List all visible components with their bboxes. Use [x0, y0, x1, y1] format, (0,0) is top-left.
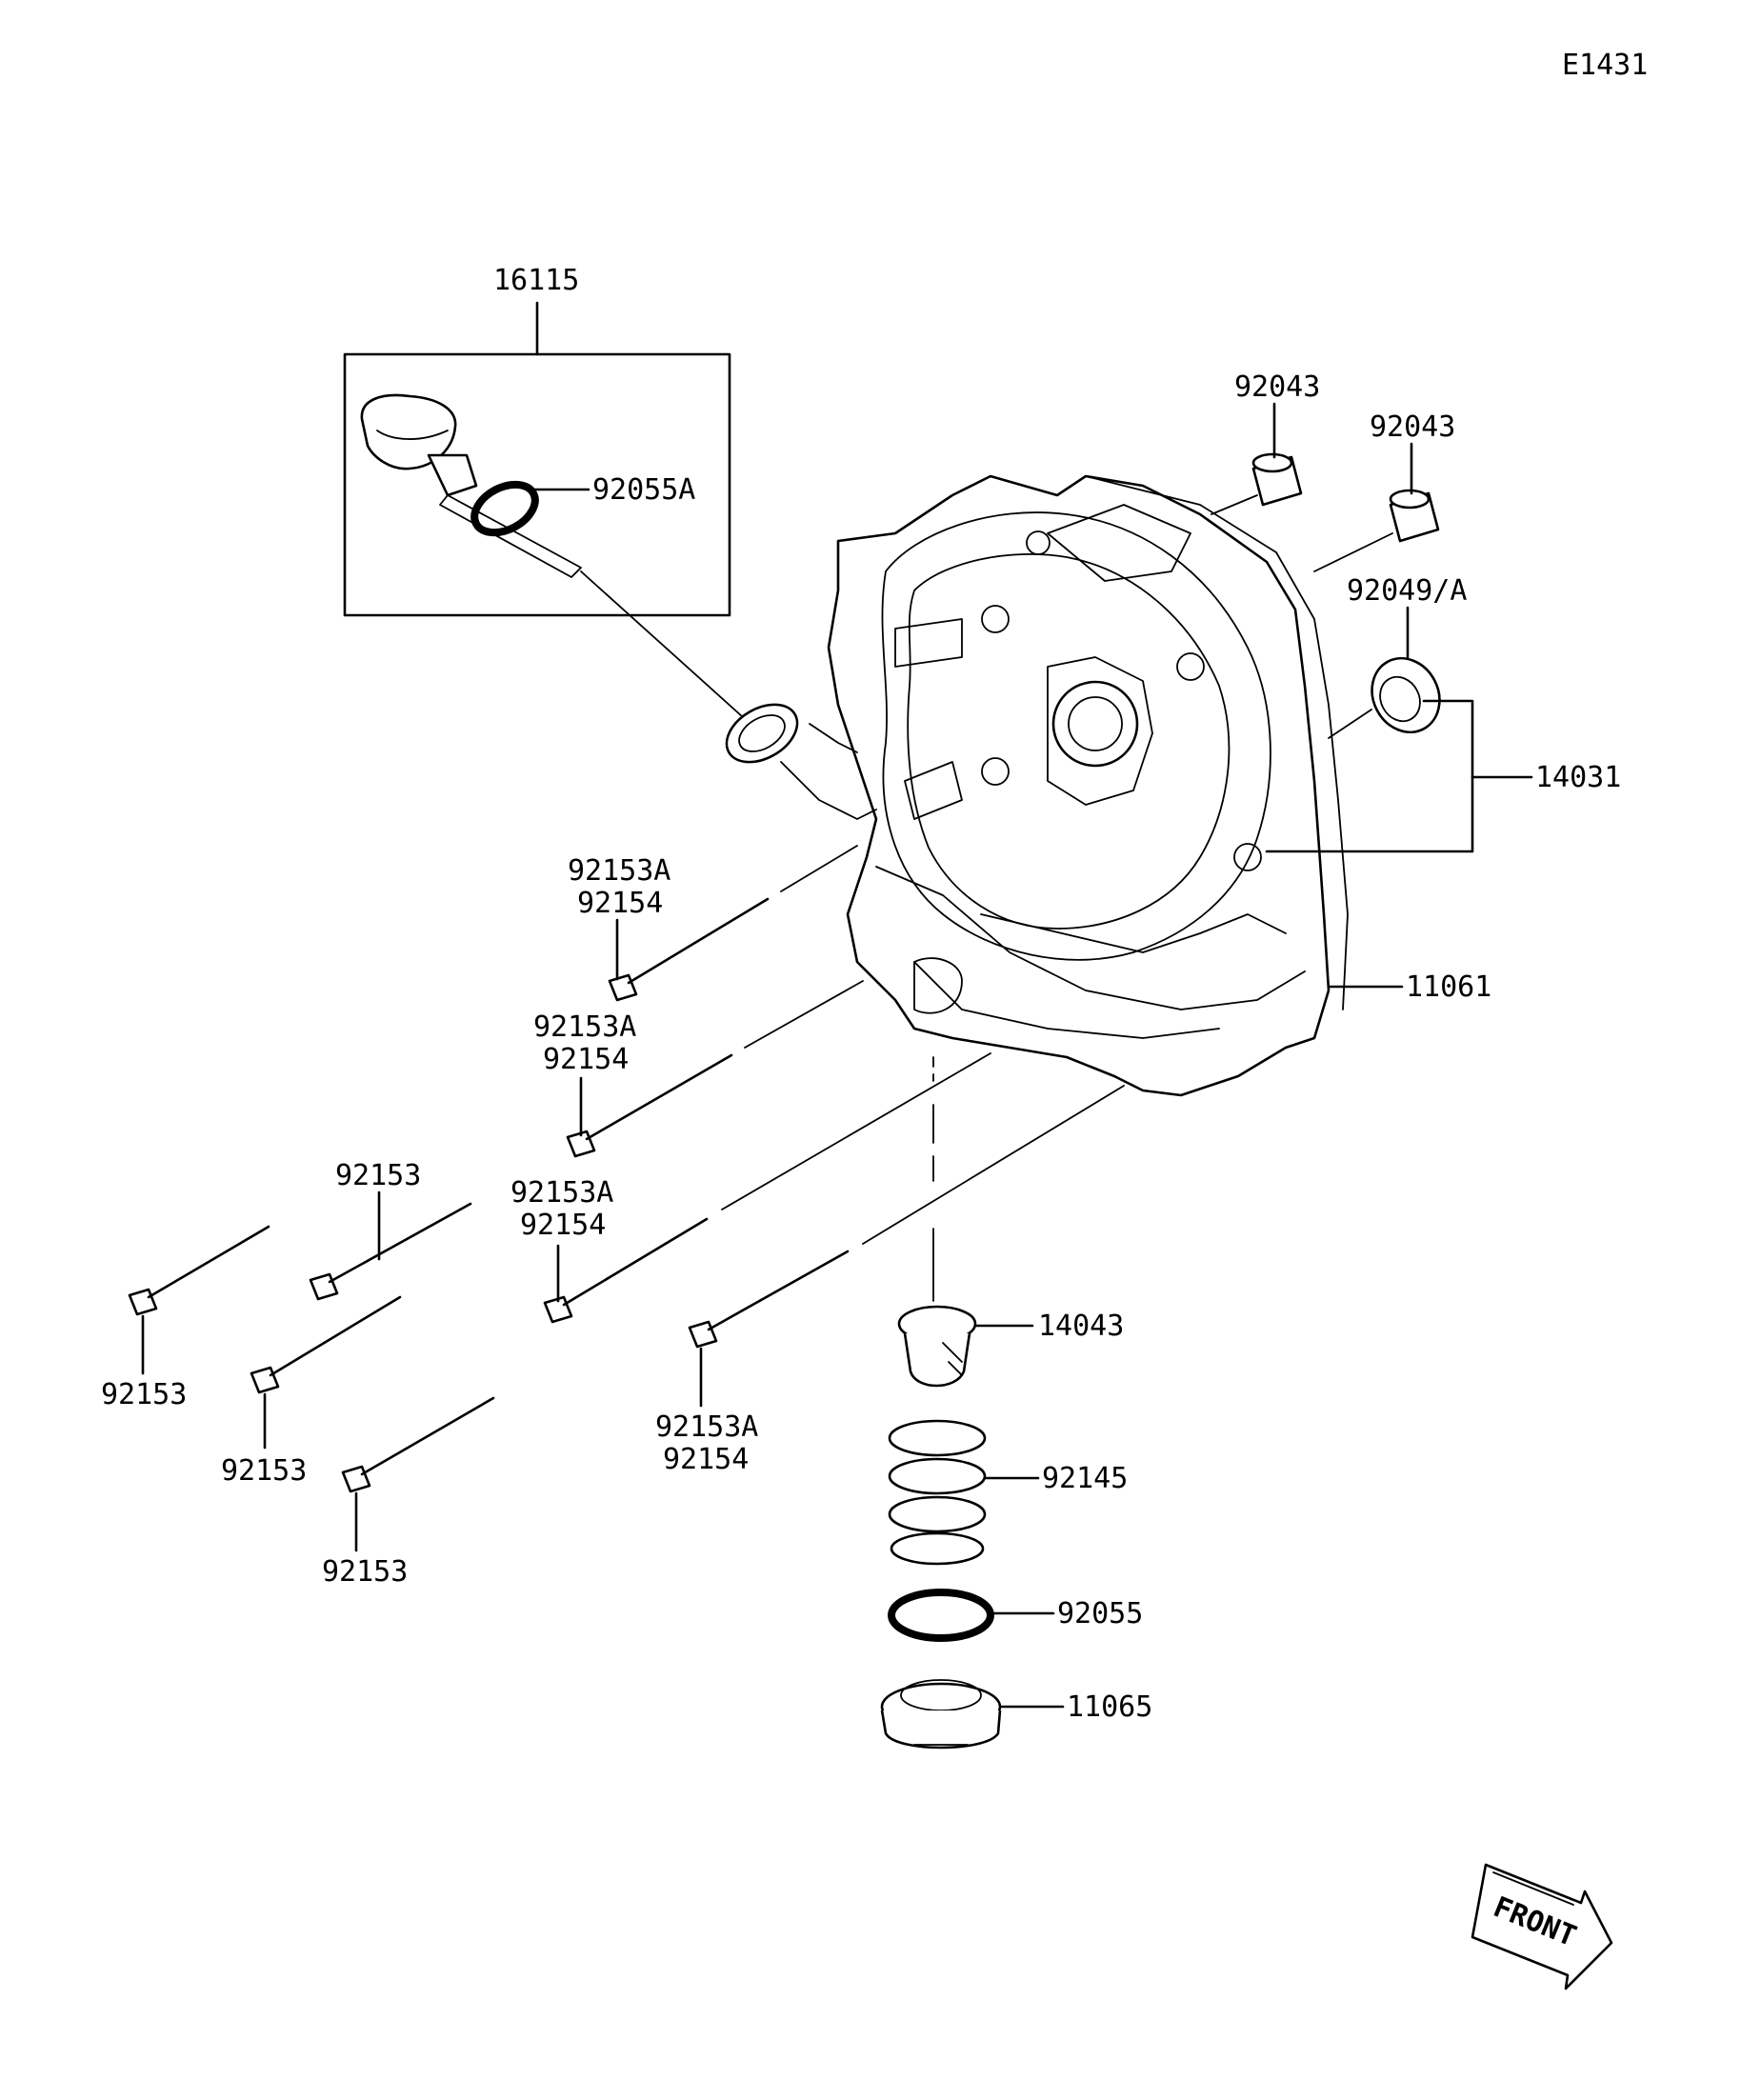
callout-92153: 92153: [335, 1159, 421, 1192]
callout-14043: 14043: [1038, 1310, 1124, 1343]
bolt-icon: [128, 1288, 158, 1316]
crankcase-cover: [725, 474, 1404, 1097]
callout-16115: 16115: [493, 264, 579, 297]
drain-oring-icon: [888, 1589, 994, 1642]
bolt-icon: [250, 1366, 280, 1394]
spring-icon: [888, 1419, 987, 1566]
oil-seal-group: [1265, 606, 1533, 853]
oil-seal-icon: [1371, 656, 1441, 734]
callout-14031: 14031: [1535, 761, 1621, 794]
dipstick-group: [343, 301, 772, 744]
callout-92153A: 92153A: [655, 1410, 758, 1444]
dowel-pins: [1211, 402, 1440, 572]
drain-plug-icon: [880, 1679, 1002, 1750]
diagram-code: E1431: [1562, 49, 1648, 82]
drain-stack: [880, 1056, 1065, 1750]
callout-11061: 11061: [1406, 970, 1491, 1004]
callout-92145: 92145: [1042, 1462, 1128, 1495]
callout-92153A: 92153A: [510, 1176, 613, 1210]
bolt-icon: [688, 1320, 718, 1349]
callout-92043: 92043: [1370, 410, 1455, 444]
callout-92055A: 92055A: [592, 473, 695, 507]
bolt-icon: [341, 1465, 371, 1493]
callout-92153: 92153: [221, 1454, 307, 1488]
callout-92154: 92154: [543, 1043, 629, 1076]
callout-92055: 92055: [1057, 1597, 1143, 1630]
callout-11065: 11065: [1067, 1690, 1152, 1724]
callout-92154: 92154: [577, 887, 663, 920]
callout-92154: 92154: [520, 1209, 606, 1242]
callout-92043: 92043: [1234, 370, 1320, 404]
callout-92153A: 92153A: [568, 854, 670, 888]
callout-92049A: 92049/A: [1347, 574, 1467, 608]
dipstick-cap-icon: [360, 393, 457, 470]
bolts: [128, 845, 1125, 1552]
callout-92153: 92153: [101, 1378, 187, 1411]
front-direction-arrow: FRONT: [1471, 1863, 1613, 1990]
bolt-icon: [309, 1272, 339, 1301]
callout-92153A: 92153A: [533, 1010, 636, 1044]
callout-92153: 92153: [322, 1555, 408, 1589]
dipstick-oring-icon: [470, 480, 539, 537]
dipstick-rod: [439, 494, 582, 578]
callout-92154: 92154: [663, 1443, 749, 1476]
bolt-icon: [608, 973, 638, 1002]
